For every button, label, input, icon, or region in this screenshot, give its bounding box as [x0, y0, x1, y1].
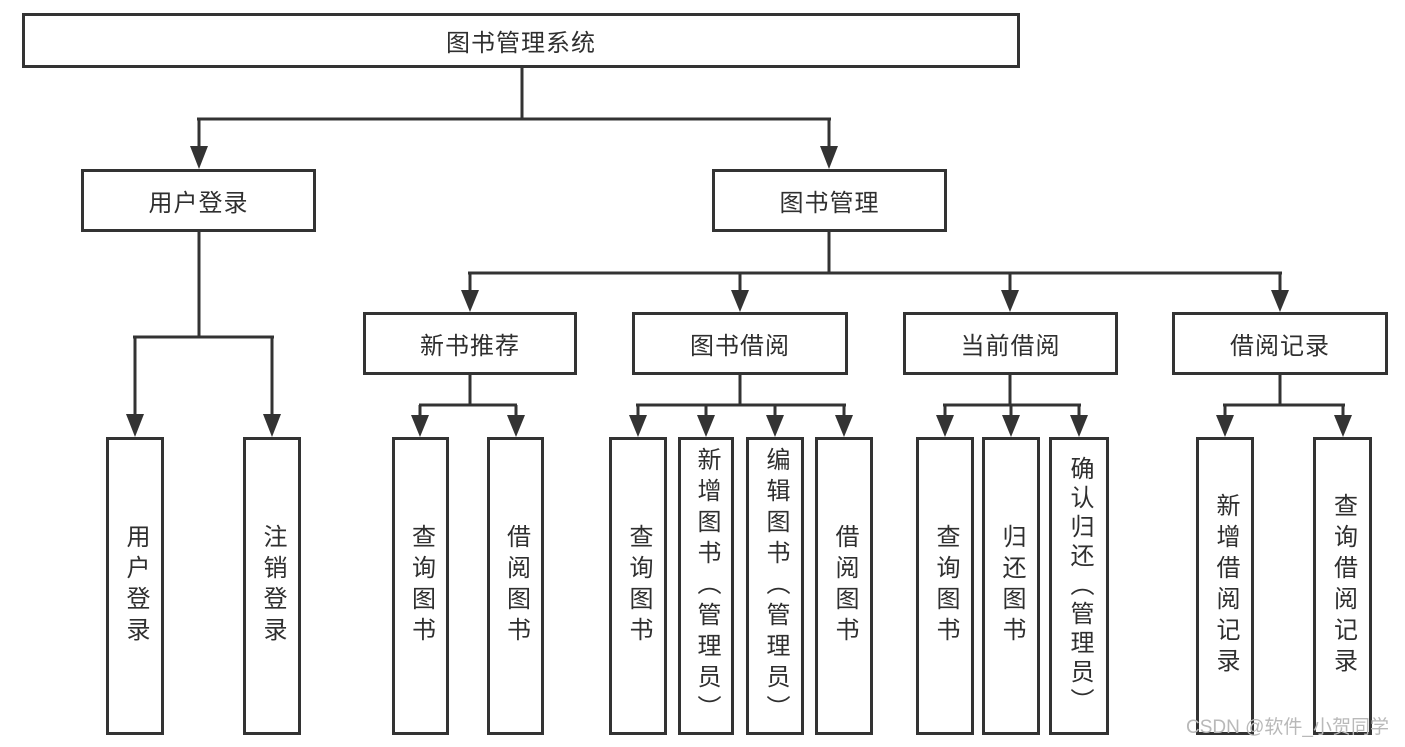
node-book-borrowing: 图书借阅 [632, 312, 848, 375]
leaf-cb-confirm-return-admin-label: 确认归还（管理员） [1066, 455, 1093, 717]
node-borrowing-records-label: 借阅记录 [1230, 333, 1330, 360]
connector-current-borrow-branch [936, 375, 1088, 437]
node-current-borrowing-label: 当前借阅 [960, 333, 1061, 360]
connector-borrow-records-branch [1216, 375, 1352, 437]
leaf-bb-edit-books-admin-label: 编辑图书（管理员） [762, 446, 789, 726]
connector-new-book-branch [411, 375, 525, 437]
leaf-cb-query-books: 查询图书 [916, 437, 974, 735]
node-new-book-recommendation: 新书推荐 [363, 312, 577, 375]
leaf-cb-confirm-return-admin: 确认归还（管理员） [1049, 437, 1109, 735]
node-book-borrowing-label: 图书借阅 [690, 333, 790, 360]
leaf-cb-return-books-label: 归还图书 [998, 524, 1025, 648]
leaf-bb-edit-books-admin: 编辑图书（管理员） [746, 437, 804, 735]
leaf-br-add-record-label: 新增借阅记录 [1212, 493, 1239, 679]
leaf-cb-return-books: 归还图书 [982, 437, 1040, 735]
node-book-management: 图书管理 [712, 169, 947, 232]
node-root-label: 图书管理系统 [446, 30, 596, 57]
leaf-nb-borrow-books: 借阅图书 [487, 437, 544, 735]
leaf-logout: 注销登录 [243, 437, 301, 735]
leaf-bb-borrow-books-label: 借阅图书 [831, 524, 858, 648]
connector-user-login-branch [126, 232, 281, 437]
leaf-cb-query-books-label: 查询图书 [932, 524, 959, 648]
node-user-login-label: 用户登录 [148, 190, 249, 217]
leaf-br-query-record-label: 查询借阅记录 [1329, 493, 1357, 679]
leaf-nb-query-books-label: 查询图书 [407, 524, 435, 648]
leaf-bb-borrow-books: 借阅图书 [815, 437, 873, 735]
leaf-nb-borrow-books-label: 借阅图书 [502, 524, 530, 648]
node-new-book-recommendation-label: 新书推荐 [420, 333, 520, 360]
leaf-bb-query-books: 查询图书 [609, 437, 667, 735]
leaf-bb-add-books-admin: 新增图书（管理员） [678, 437, 734, 735]
leaf-user-login-label: 用户登录 [122, 524, 149, 648]
leaf-bb-query-books-label: 查询图书 [625, 524, 652, 648]
connector-book-management-branch [461, 232, 1289, 312]
leaf-br-query-record: 查询借阅记录 [1313, 437, 1372, 735]
leaf-bb-add-books-admin-label: 新增图书（管理员） [693, 446, 720, 726]
connector-book-borrow-branch [629, 375, 853, 437]
node-root-library-management-system: 图书管理系统 [22, 13, 1020, 68]
leaf-logout-label: 注销登录 [259, 524, 286, 648]
node-borrowing-records: 借阅记录 [1172, 312, 1388, 375]
node-current-borrowing: 当前借阅 [903, 312, 1118, 375]
node-book-management-label: 图书管理 [779, 190, 880, 217]
leaf-user-login: 用户登录 [106, 437, 164, 735]
csdn-watermark: CSDN @软件_小贺同学 [1186, 717, 1389, 738]
leaf-br-add-record: 新增借阅记录 [1196, 437, 1254, 735]
connector-root-to-level2 [190, 68, 838, 169]
node-user-login: 用户登录 [81, 169, 316, 232]
leaf-nb-query-books: 查询图书 [392, 437, 449, 735]
